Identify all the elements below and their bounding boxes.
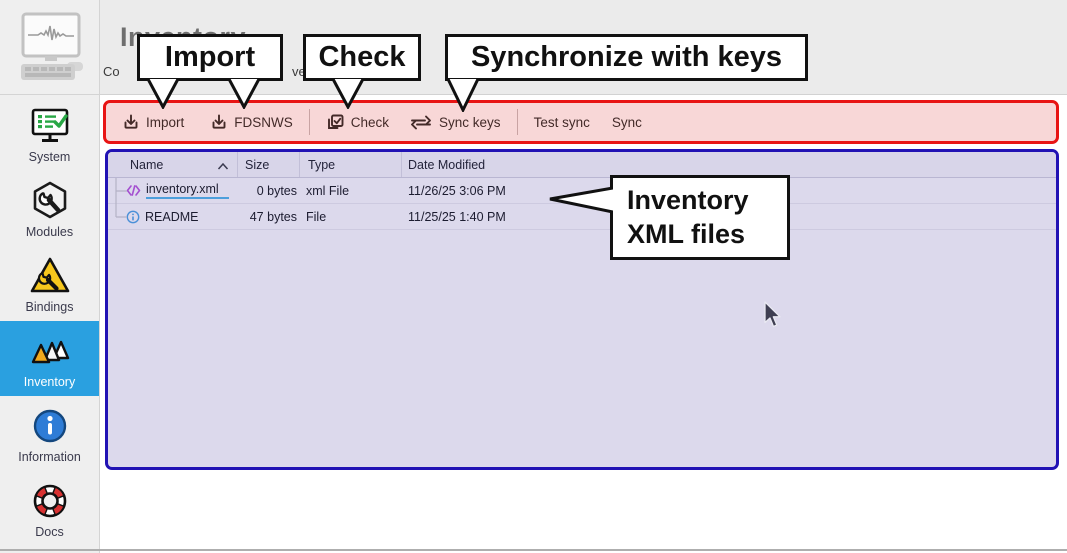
test-sync-button[interactable]: Test sync	[532, 111, 592, 134]
callout-inventory-xml-files: Inventory XML files	[610, 175, 790, 260]
toolbar-button-label: Test sync	[533, 114, 590, 130]
info-file-icon	[126, 210, 140, 223]
column-header-size[interactable]: Size	[238, 152, 300, 177]
download-icon	[124, 114, 138, 129]
sidebar-item-label: System	[28, 149, 71, 164]
file-name: README	[145, 209, 199, 224]
column-header-date-modified[interactable]: Date Modified	[408, 157, 486, 172]
toolbar-separator	[308, 109, 310, 135]
check-button[interactable]: Check	[324, 109, 391, 136]
toolbar-button-label: Import	[146, 114, 185, 130]
toolbar-button-label: Sync keys	[439, 114, 501, 130]
file-table-header: Name Size Type Date Modified	[108, 152, 1056, 178]
toolbar-button-label: Sync	[611, 114, 642, 130]
station-triangles-icon	[27, 329, 73, 373]
warning-wrench-icon	[29, 254, 71, 298]
sidebar-item-bindings[interactable]: Bindings	[0, 246, 99, 321]
checkbox-icon	[327, 114, 344, 129]
sidebar-nav: System Modules	[0, 96, 99, 546]
lifebuoy-icon	[29, 479, 71, 523]
callout-synchronize-tail	[446, 79, 480, 112]
download-icon	[212, 114, 226, 129]
file-type: File	[306, 209, 327, 224]
table-row[interactable]: README 47 bytes File 11/25/25 1:40 PM	[108, 204, 1056, 230]
callout-check: Check	[303, 34, 421, 81]
inventory-file-panel-highlight: Name Size Type Date Modified	[105, 149, 1059, 470]
column-header-name[interactable]: Name	[108, 152, 238, 177]
file-size: 0 bytes	[256, 183, 297, 198]
sidebar-item-label: Modules	[25, 224, 74, 239]
callout-import-tail	[146, 79, 180, 109]
seismometer-computer-icon	[21, 12, 83, 80]
system-monitor-checklist-icon	[29, 104, 71, 148]
page-subtitle-fragment: Co	[103, 64, 120, 79]
info-circle-icon	[29, 404, 71, 448]
sync-button[interactable]: Sync	[610, 111, 644, 134]
sync-keys-button[interactable]: Sync keys	[407, 109, 503, 135]
sidebar-item-inventory[interactable]: Inventory	[0, 321, 99, 396]
file-link-inventory-xml[interactable]: inventory.xml	[146, 182, 229, 199]
sidebar-item-label: Docs	[35, 524, 64, 539]
sidebar-item-modules[interactable]: Modules	[0, 171, 99, 246]
file-date-modified: 11/25/25 1:40 PM	[408, 209, 506, 224]
sidebar-item-system[interactable]: System	[0, 96, 99, 171]
app-logo	[0, 0, 100, 95]
inventory-toolbar-highlight: Import FDSNWS Check	[103, 100, 1059, 144]
mouse-cursor	[764, 301, 781, 328]
sidebar-item-docs[interactable]: Docs	[0, 471, 99, 546]
sidebar-item-label: Information	[18, 449, 81, 464]
sidebar-item-label: Inventory	[23, 374, 76, 389]
fdsnws-button[interactable]: FDSNWS	[208, 109, 295, 135]
toolbar-button-label: FDSNWS	[234, 114, 293, 130]
xml-code-icon	[126, 185, 141, 196]
callout-synchronize-with-keys: Synchronize with keys	[445, 34, 808, 81]
callout-import-tail	[227, 79, 261, 109]
sidebar-item-label: Bindings	[25, 299, 74, 314]
hexagon-wrench-icon	[29, 179, 71, 223]
callout-import: Import	[137, 34, 283, 81]
column-header-type[interactable]: Type	[300, 152, 402, 177]
callout-inventory-xml-files-tail	[549, 186, 613, 214]
tree-branch-lines	[115, 178, 127, 218]
sync-arrows-icon	[411, 115, 431, 130]
file-date-modified: 11/26/25 3:06 PM	[408, 183, 506, 198]
file-type: xml File	[306, 183, 350, 198]
sidebar-item-information[interactable]: Information	[0, 396, 99, 471]
toolbar-separator	[516, 109, 518, 135]
file-size: 47 bytes	[249, 209, 297, 224]
callout-check-tail	[331, 79, 365, 109]
sort-asc-icon	[217, 160, 229, 174]
import-button[interactable]: Import	[120, 109, 186, 135]
toolbar-button-label: Check	[350, 114, 390, 130]
window-bottom-edge	[0, 549, 1067, 551]
sidebar: System Modules	[0, 0, 100, 553]
